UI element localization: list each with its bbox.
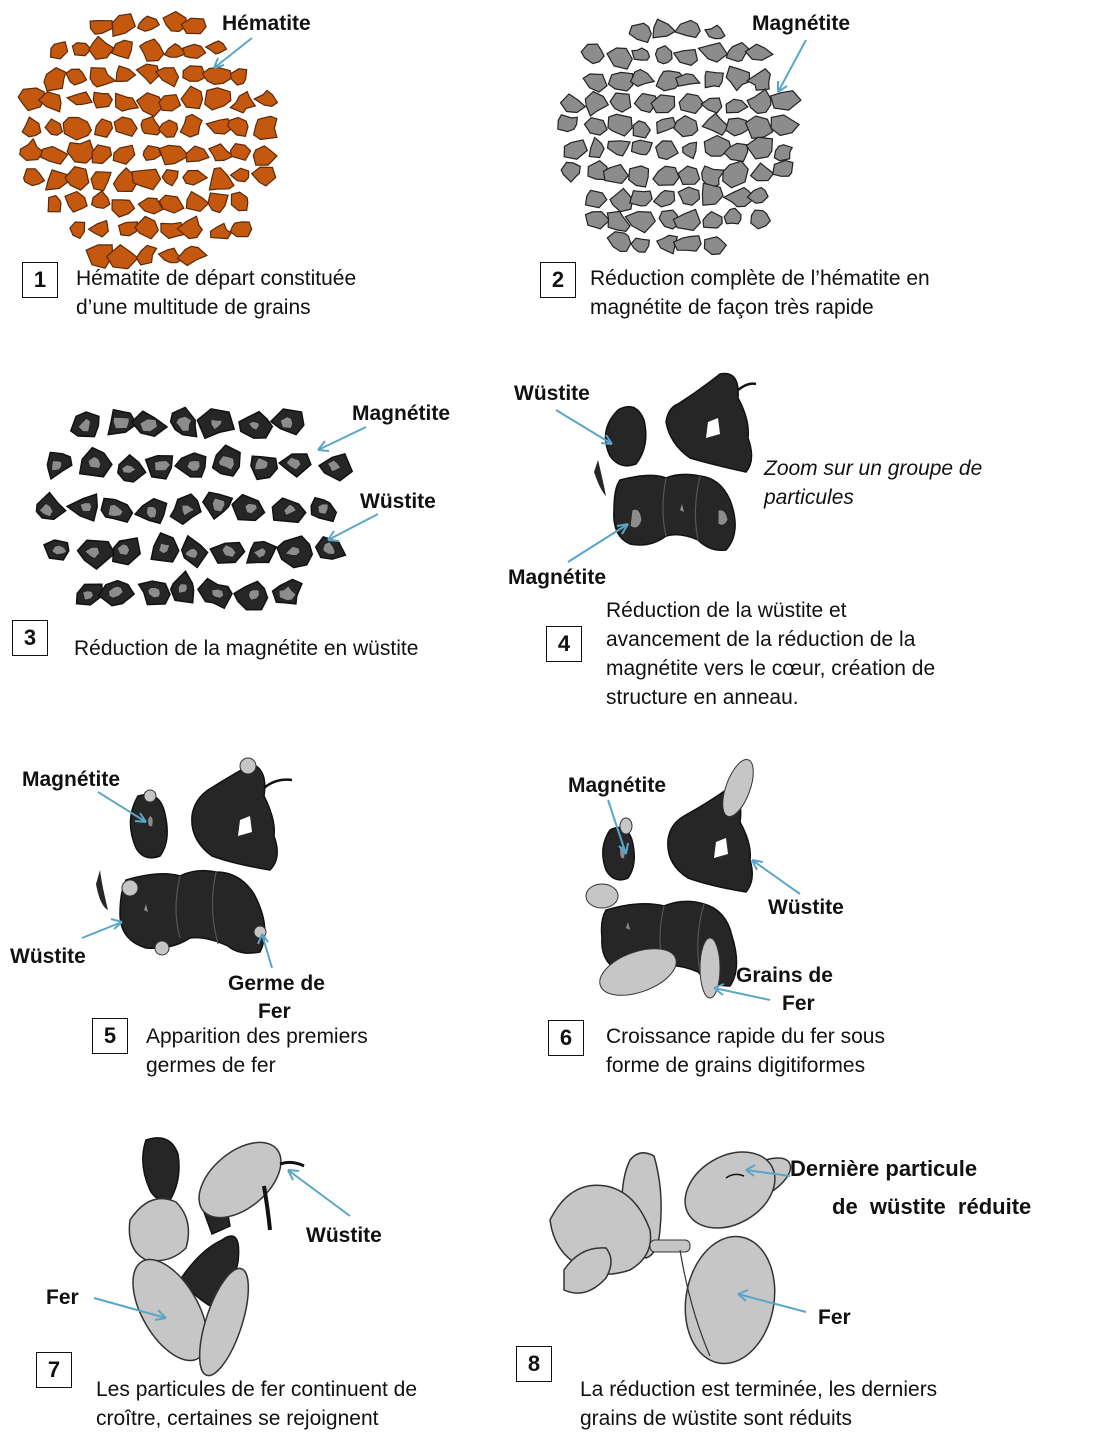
caption-line: La réduction est terminée, les derniers bbox=[580, 1375, 937, 1404]
step-number-8: 8 bbox=[516, 1346, 552, 1382]
caption-line: grains de wüstite sont réduits bbox=[580, 1404, 937, 1433]
caption-step-8: La réduction est terminée, les derniers … bbox=[580, 1375, 937, 1433]
